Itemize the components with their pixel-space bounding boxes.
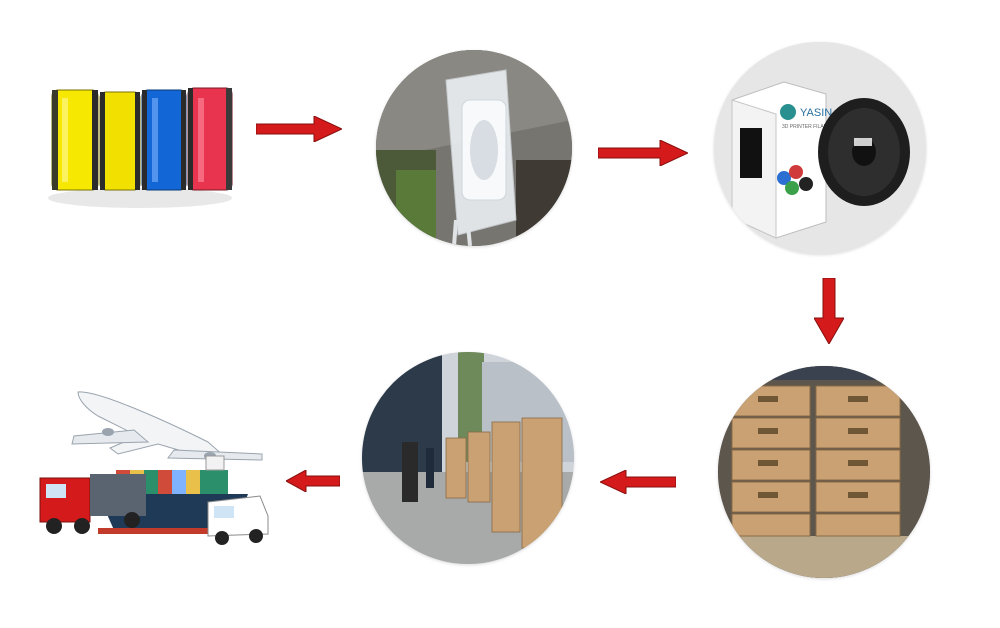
van-icon bbox=[207, 495, 269, 545]
carton-stack-photo bbox=[718, 366, 930, 578]
airplane-icon bbox=[71, 391, 263, 461]
boxed-spool-photo: YASIN 3D PRINTER FILAMENT bbox=[714, 42, 926, 254]
red-arrow-icon bbox=[598, 469, 677, 495]
filament-spools-image bbox=[40, 70, 240, 220]
vacuum-bagging-photo bbox=[376, 50, 572, 246]
box-subtitle: 3D PRINTER FILAMENT bbox=[782, 124, 838, 130]
red-arrow-icon bbox=[597, 139, 690, 167]
truck-icon bbox=[39, 474, 146, 534]
warehouse-photo bbox=[362, 352, 574, 564]
box-brand: YASIN bbox=[800, 107, 832, 119]
red-arrow-icon bbox=[284, 469, 341, 493]
red-arrow-icon bbox=[813, 277, 845, 346]
red-arrow-icon bbox=[255, 115, 344, 143]
shipping-transport-image bbox=[38, 370, 270, 546]
